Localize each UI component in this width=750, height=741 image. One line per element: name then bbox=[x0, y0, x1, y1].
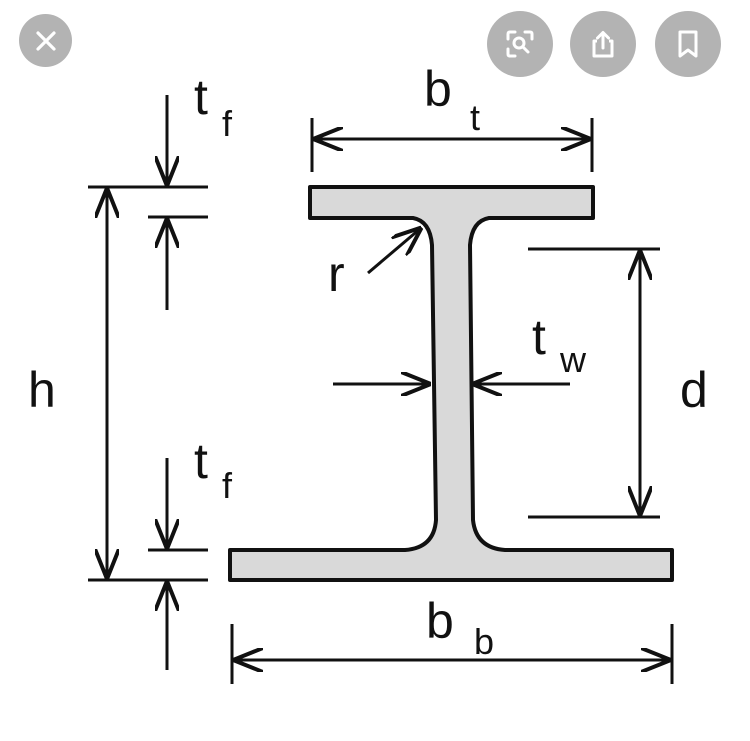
tf-bottom-label-main: t bbox=[194, 433, 208, 489]
close-button[interactable] bbox=[19, 14, 72, 67]
close-icon bbox=[35, 30, 56, 51]
tf-top-label-sub: f bbox=[222, 103, 233, 144]
bt-label-main: b bbox=[424, 61, 452, 117]
lens-search-icon bbox=[506, 30, 534, 58]
bt-label-sub: t bbox=[470, 97, 480, 138]
dimension-labels: b t b b t f t f t w h d r bbox=[28, 61, 708, 662]
r-label: r bbox=[328, 246, 345, 302]
bb-label-main: b bbox=[426, 593, 454, 649]
lens-search-button[interactable] bbox=[487, 11, 553, 77]
bookmark-icon bbox=[678, 30, 698, 58]
i-beam-section bbox=[228, 185, 674, 582]
share-icon bbox=[592, 31, 614, 58]
tf-bottom-label-sub: f bbox=[222, 465, 233, 506]
share-button[interactable] bbox=[570, 11, 636, 77]
h-label: h bbox=[28, 362, 56, 418]
tw-label-main: t bbox=[532, 309, 546, 365]
bb-label-sub: b bbox=[474, 621, 494, 662]
tw-label-sub: w bbox=[559, 339, 587, 380]
tf-top-label-main: t bbox=[194, 69, 208, 125]
bookmark-button[interactable] bbox=[655, 11, 721, 77]
extension-lines bbox=[88, 118, 674, 684]
dimension-arrows bbox=[107, 95, 670, 670]
r-leader-arrow bbox=[367, 228, 421, 275]
d-label: d bbox=[680, 362, 708, 418]
